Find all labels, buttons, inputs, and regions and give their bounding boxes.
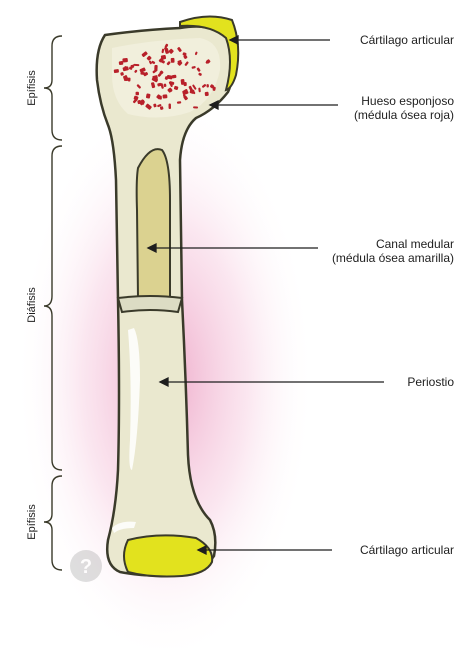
red-marrow-speck (212, 86, 216, 91)
red-marrow-speck (164, 47, 168, 52)
label-cartilage-bottom: Cártilago articular (359, 543, 454, 557)
red-marrow-speck (176, 101, 182, 104)
red-marrow-speck (209, 84, 215, 89)
svg-text:?: ? (80, 556, 92, 578)
red-marrow-speck (159, 106, 164, 110)
red-marrow-speck (163, 83, 167, 88)
red-marrow-speck (139, 99, 145, 106)
red-marrow-speck (202, 84, 207, 88)
red-marrow-speck (166, 61, 171, 66)
red-marrow-speck (145, 93, 151, 99)
red-marrow-speck (151, 82, 156, 89)
red-marrow-speck (182, 90, 189, 96)
red-marrow-speck (133, 63, 140, 67)
red-marrow-speck (123, 75, 127, 82)
label-spongy-line1: Hueso esponjoso (361, 94, 454, 108)
red-marrow-speck (171, 74, 177, 79)
label-canal-line2: (médula ósea amarilla) (331, 251, 454, 265)
red-marrow-speck (134, 69, 138, 73)
red-marrow-speck (198, 72, 202, 76)
red-marrow-speck (140, 71, 145, 75)
red-marrow-speck (183, 94, 186, 98)
red-marrow-speck (177, 47, 182, 52)
bracket-epiphysis-bottom (43, 475, 63, 571)
shaft-highlight (128, 328, 140, 470)
cartilage-bottom (123, 534, 214, 578)
red-marrow-speck (192, 84, 197, 90)
red-marrow-speck (183, 54, 188, 59)
bracket-epiphysis-top (43, 35, 63, 141)
red-marrow-speck (206, 59, 211, 64)
side-brackets (43, 35, 63, 571)
label-periosteum: Periostio (407, 375, 454, 389)
red-marrow-speck (128, 66, 133, 70)
red-marrow-specks (113, 43, 216, 110)
red-marrow-speck (189, 89, 195, 94)
red-marrow-speck (122, 58, 128, 63)
label-spongy-bone: Hueso esponjoso (médula ósea roja) (354, 94, 454, 122)
red-marrow-speck (151, 60, 156, 64)
red-marrow-speck (194, 51, 198, 56)
red-marrow-speck (167, 87, 173, 93)
lower-highlight (112, 521, 136, 533)
red-marrow-speck (124, 66, 127, 70)
red-marrow-speck (145, 103, 152, 110)
red-marrow-speck (159, 95, 162, 100)
red-marrow-speck (160, 54, 167, 60)
red-marrow-speck (157, 73, 162, 77)
red-marrow-speck (136, 84, 141, 89)
red-marrow-speck (139, 67, 146, 73)
red-marrow-speck (166, 75, 173, 80)
red-marrow-speck (177, 60, 183, 66)
red-marrow-speck (168, 81, 173, 87)
red-marrow-speck (196, 67, 201, 72)
red-marrow-speck (125, 77, 130, 81)
section-cut-line (116, 295, 184, 314)
red-marrow-speck (113, 69, 119, 74)
label-spongy-line2: (médula ósea roja) (353, 108, 454, 122)
red-marrow-speck (164, 76, 169, 80)
label-medullary-canal: Canal medular (médula ósea amarilla) (332, 237, 454, 265)
label-epiphysis-bottom: Epífisis (26, 504, 38, 540)
red-marrow-speck (198, 87, 201, 93)
red-marrow-speck (159, 70, 164, 75)
red-marrow-speck (206, 84, 209, 88)
cartilage-top (179, 15, 240, 92)
red-marrow-speck (153, 103, 157, 108)
red-marrow-speck (152, 68, 158, 74)
red-marrow-speck (141, 51, 148, 57)
red-marrow-speck (162, 94, 168, 99)
label-canal-line1: Canal medular (375, 237, 454, 251)
red-marrow-speck (170, 57, 175, 63)
red-marrow-speck (157, 104, 162, 108)
red-marrow-speck (184, 61, 189, 66)
red-marrow-speck (173, 85, 179, 91)
red-marrow-speck (133, 95, 139, 101)
pointer-lines (146, 34, 384, 556)
label-diaphysis: Diáfisis (26, 287, 38, 323)
bracket-diaphysis (43, 145, 63, 471)
medullary-canal (135, 148, 171, 299)
red-marrow-speck (204, 91, 209, 97)
label-cartilage-top: Cártilago articular (359, 33, 454, 47)
red-marrow-speck (132, 98, 138, 104)
red-marrow-speck (135, 91, 139, 96)
red-marrow-speck (193, 106, 199, 109)
red-marrow-speck (168, 103, 171, 110)
red-marrow-speck (168, 48, 174, 54)
red-marrow-speck (157, 82, 162, 87)
red-marrow-speck (146, 55, 152, 61)
red-marrow-speck (191, 66, 196, 69)
red-marrow-speck (148, 60, 152, 65)
red-marrow-speck (118, 61, 124, 66)
red-marrow-speck (161, 48, 165, 54)
label-epiphysis-top: Epífisis (26, 70, 38, 106)
red-marrow-speck (164, 43, 169, 48)
red-marrow-speck (183, 82, 187, 87)
red-marrow-speck (151, 76, 159, 83)
red-marrow-speck (120, 72, 124, 76)
question-mark-icon: ? (70, 550, 102, 582)
